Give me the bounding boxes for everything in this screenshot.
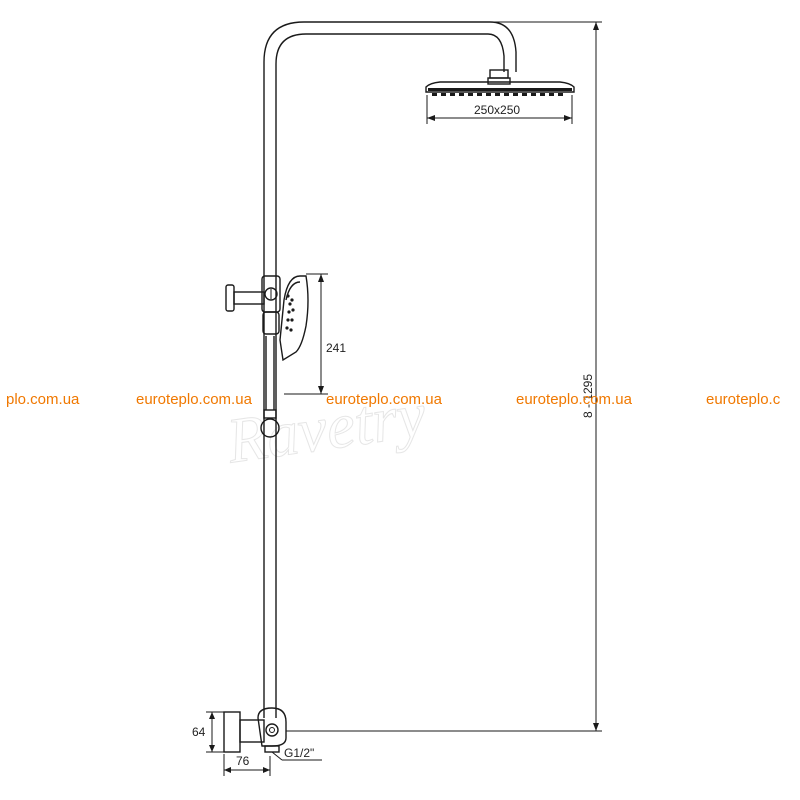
nozzle: [531, 93, 536, 96]
hand-shower-nozzles: [285, 294, 295, 332]
watermark-text: euroteplo.com.ua: [136, 391, 253, 408]
bracket-height-dimension: 64: [192, 711, 224, 753]
hand-nozzle: [285, 326, 289, 330]
total-height-label: 8 - 1295: [581, 374, 595, 418]
hand-nozzle: [286, 294, 290, 298]
nozzle: [513, 93, 518, 96]
watermark-text: euroteplo.com.ua: [326, 391, 443, 408]
bracket-depth-dimension: 76: [223, 754, 271, 776]
slider-ball: [260, 409, 280, 438]
bracket-height-label: 64: [192, 725, 206, 739]
total-height-dimension: 8 - 1295: [286, 21, 602, 732]
shower-nozzles: [432, 93, 563, 96]
nozzle: [522, 93, 527, 96]
nozzle: [504, 93, 509, 96]
nozzle: [459, 93, 464, 96]
hand-nozzle: [289, 328, 293, 332]
nozzle: [450, 93, 455, 96]
shower-column: [263, 21, 517, 718]
nozzle: [558, 93, 563, 96]
nozzle: [486, 93, 491, 96]
watermark-text: euroteplo.com.ua: [516, 391, 633, 408]
hand-shower-holder: [225, 275, 281, 335]
bracket-depth-label: 76: [236, 754, 250, 768]
hand-shower-height-label: 241: [326, 341, 346, 355]
hand-nozzle: [290, 298, 294, 302]
hand-nozzle: [291, 308, 295, 312]
nozzle: [441, 93, 446, 96]
nozzle: [549, 93, 554, 96]
nozzle: [540, 93, 545, 96]
hand-nozzle: [290, 318, 294, 322]
head-size-label: 250x250: [474, 103, 520, 117]
head-width-dimension: 250x250: [426, 95, 573, 124]
nozzle: [432, 93, 437, 96]
thread-callout: G1/2": [271, 746, 322, 761]
nozzle: [477, 93, 482, 96]
hand-shower-dimension: 241: [284, 273, 346, 395]
watermark-row: plo.com.ua euroteplo.com.ua euroteplo.co…: [6, 391, 781, 408]
watermark-text: euroteplo.c: [706, 391, 781, 408]
watermark-text: plo.com.ua: [6, 391, 80, 408]
hand-shower: [265, 275, 309, 410]
thread-label: G1/2": [284, 746, 314, 760]
nozzle: [495, 93, 500, 96]
hand-nozzle: [287, 310, 291, 314]
nozzle: [468, 93, 473, 96]
overhead-shower-head: [425, 69, 575, 96]
hand-nozzle: [288, 302, 292, 306]
hand-nozzle: [286, 318, 290, 322]
